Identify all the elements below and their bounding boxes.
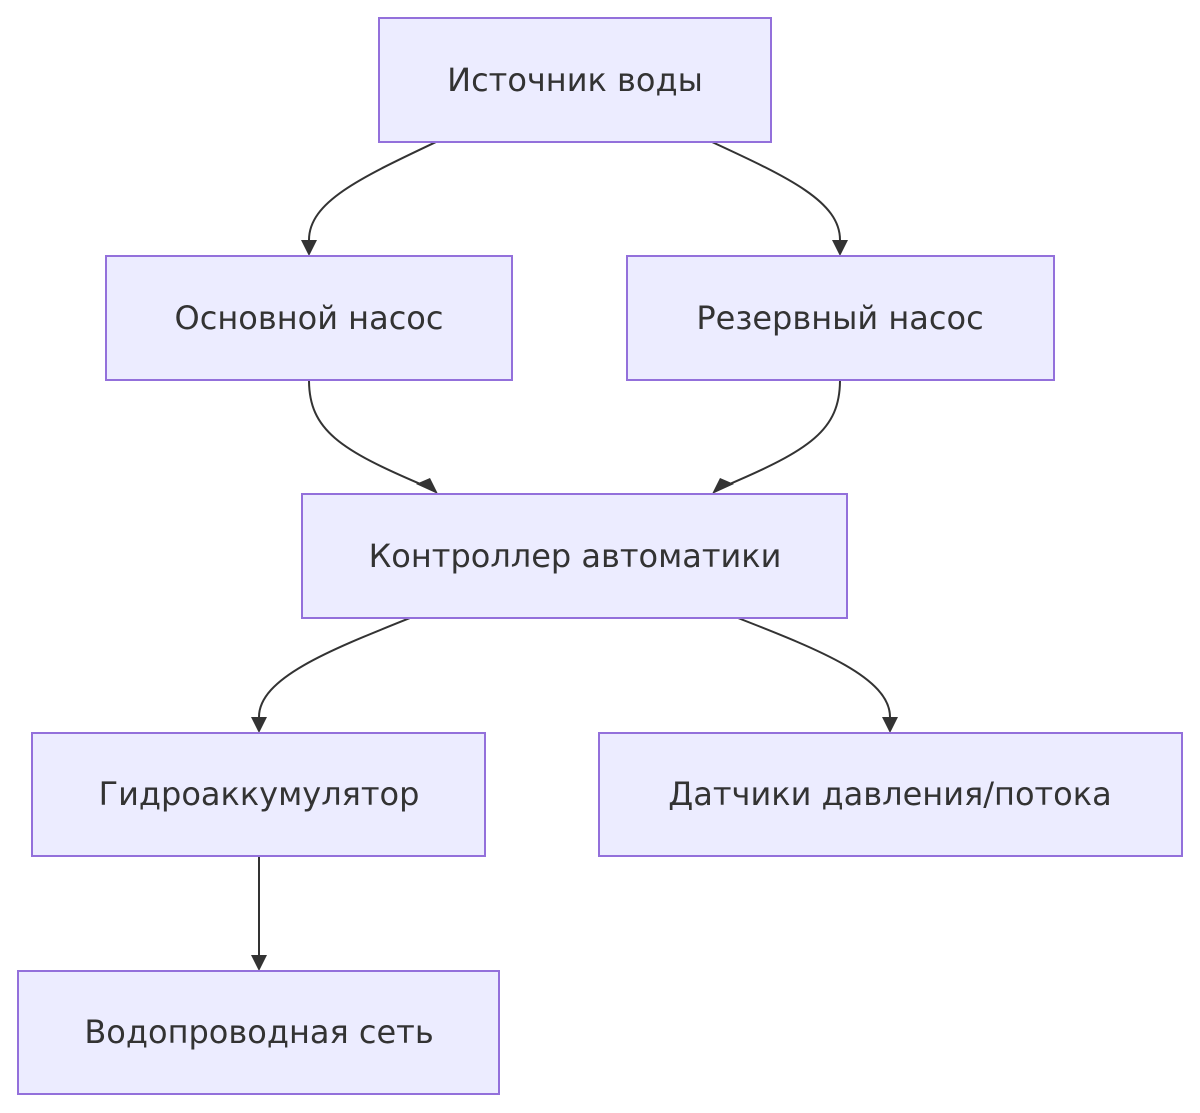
arrowhead-main-pump xyxy=(301,240,317,256)
edge-source-main-pump xyxy=(308,141,437,241)
node-backup-pump-label: Резервный насос xyxy=(696,299,983,337)
node-main-pump[interactable]: Основной насос xyxy=(105,255,513,381)
arrowhead-backup-pump xyxy=(832,240,848,256)
edge-controller-sensors xyxy=(737,617,891,718)
node-water-network-label: Водопроводная сеть xyxy=(84,1013,433,1051)
edge-controller-accumulator xyxy=(258,617,411,718)
edges xyxy=(251,141,898,971)
node-water-network[interactable]: Водопроводная сеть xyxy=(17,970,500,1095)
arrowhead-controller-right xyxy=(712,478,734,494)
arrowhead-controller-left xyxy=(416,478,438,494)
node-water-source-label: Источник воды xyxy=(447,61,703,99)
arrowhead-network xyxy=(251,955,267,971)
edge-source-backup-pump xyxy=(711,141,841,241)
node-backup-pump[interactable]: Резервный насос xyxy=(626,255,1055,381)
node-controller[interactable]: Контроллер автоматики xyxy=(301,493,848,619)
node-sensors[interactable]: Датчики давления/потока xyxy=(598,732,1183,857)
arrowhead-sensors xyxy=(882,717,898,733)
node-accumulator[interactable]: Гидроаккумулятор xyxy=(31,732,486,857)
node-water-source[interactable]: Источник воды xyxy=(378,17,772,143)
edge-backup-pump-controller xyxy=(724,379,841,487)
node-sensors-label: Датчики давления/потока xyxy=(668,775,1111,813)
edge-main-pump-controller xyxy=(308,379,426,487)
node-controller-label: Контроллер автоматики xyxy=(369,537,782,575)
arrowhead-accumulator xyxy=(251,717,267,733)
node-main-pump-label: Основной насос xyxy=(175,299,444,337)
node-accumulator-label: Гидроаккумулятор xyxy=(99,775,420,813)
